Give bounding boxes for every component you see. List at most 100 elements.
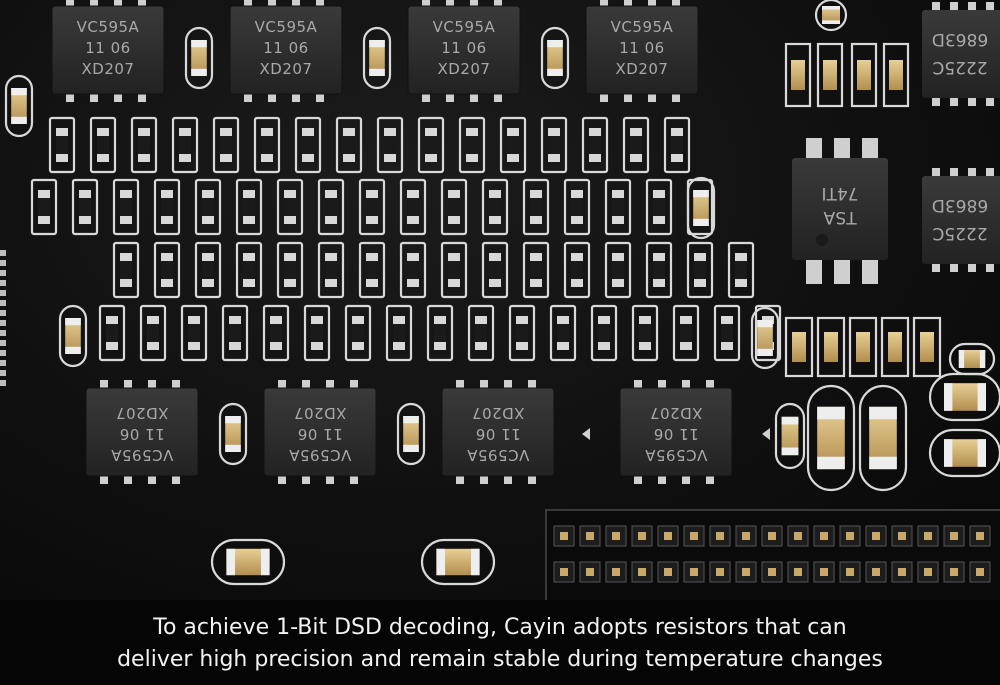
smd-resistor bbox=[458, 116, 486, 174]
smd-cap-cell bbox=[850, 42, 878, 108]
smd-resistor bbox=[253, 116, 281, 174]
chip-marking-line-2: 11 06 bbox=[85, 39, 130, 57]
chip-marking-line-2: 11 06 bbox=[119, 425, 164, 443]
chip-marking-line-3: XD207 bbox=[438, 60, 491, 78]
smd-resistor bbox=[604, 241, 632, 299]
chip-marking-line-3: XD207 bbox=[650, 404, 703, 422]
chip-marking-line-1: VC595A bbox=[110, 446, 173, 464]
smd-capacitor bbox=[774, 402, 806, 470]
smd-resistor bbox=[71, 178, 99, 236]
chip-marking-line-1: VC595A bbox=[611, 18, 674, 36]
smd-resistor bbox=[344, 304, 372, 362]
smd-resistor bbox=[262, 304, 290, 362]
chip-marking-line-1: VC595A bbox=[433, 18, 496, 36]
ic-chip: VC595A 11 06 XD207 bbox=[85, 380, 199, 484]
smd-capacitor bbox=[210, 538, 286, 586]
smd-resistor bbox=[481, 241, 509, 299]
smd-cap-cell bbox=[784, 316, 814, 378]
smd-resistor bbox=[130, 116, 158, 174]
chip-marking-line-2: 11 06 bbox=[475, 425, 520, 443]
smd-resistor bbox=[522, 178, 550, 236]
smd-resistor bbox=[276, 178, 304, 236]
smd-resistor bbox=[563, 241, 591, 299]
smd-capacitor bbox=[928, 428, 1000, 478]
caption: To achieve 1-Bit DSD decoding, Cayin ado… bbox=[0, 600, 1000, 685]
smd-resistor bbox=[303, 304, 331, 362]
smd-resistor bbox=[139, 304, 167, 362]
smd-resistor bbox=[417, 116, 445, 174]
chip-marking-line-1: VC595A bbox=[255, 18, 318, 36]
smd-resistor bbox=[713, 304, 741, 362]
smd-resistor bbox=[467, 304, 495, 362]
chip-marking-line-1: VC595A bbox=[288, 446, 351, 464]
caption-line-1: To achieve 1-Bit DSD decoding, Cayin ado… bbox=[153, 615, 847, 640]
smd-resistor bbox=[522, 241, 550, 299]
smd-resistor bbox=[399, 241, 427, 299]
smd-resistor bbox=[481, 178, 509, 236]
smd-capacitor bbox=[806, 384, 856, 492]
smd-resistor bbox=[631, 304, 659, 362]
smd-capacitor bbox=[750, 306, 780, 370]
chip-marking-line-2: 11 06 bbox=[441, 39, 486, 57]
smd-resistor bbox=[426, 304, 454, 362]
smd-resistor bbox=[399, 178, 427, 236]
smd-resistor bbox=[440, 178, 468, 236]
smd-resistor bbox=[294, 116, 322, 174]
chip-marking-line-3: XD207 bbox=[294, 404, 347, 422]
chip-marking-line-3: XD207 bbox=[116, 404, 169, 422]
smd-resistor bbox=[508, 304, 536, 362]
smd-capacitor bbox=[58, 304, 88, 368]
smd-capacitor bbox=[362, 26, 392, 90]
sot-marking-line-1: TSA bbox=[823, 207, 857, 227]
smd-capacitor bbox=[814, 0, 848, 32]
smd-resistor bbox=[30, 178, 58, 236]
edge-marking-line-2: 6863D bbox=[932, 29, 988, 49]
pin1-dot bbox=[816, 234, 828, 246]
sot-chip: TSA 74TI bbox=[792, 138, 888, 284]
chip-marking-line-1: VC595A bbox=[466, 446, 529, 464]
chip-marking-line-2: 11 06 bbox=[653, 425, 698, 443]
smd-cap-cell bbox=[882, 42, 910, 108]
smd-capacitor bbox=[396, 402, 426, 466]
edge-chip: 2225C 6863D bbox=[922, 168, 1000, 272]
smd-resistor bbox=[440, 241, 468, 299]
smd-capacitor bbox=[184, 26, 214, 90]
edge-marking-line-1: 2225C bbox=[932, 57, 987, 77]
smd-resistor bbox=[540, 116, 568, 174]
smd-resistor bbox=[663, 116, 691, 174]
chip-marking-line-2: 11 06 bbox=[619, 39, 664, 57]
sot-marking-line-2: 74TI bbox=[821, 183, 858, 203]
smd-cap-cell bbox=[848, 316, 878, 378]
smd-cap-cell bbox=[784, 42, 812, 108]
smd-resistor bbox=[358, 241, 386, 299]
ic-chip: VC595A 11 06 XD207 bbox=[407, 0, 521, 102]
pin1-arrow bbox=[762, 428, 770, 440]
chip-marking-line-1: VC595A bbox=[77, 18, 140, 36]
misc-components bbox=[0, 0, 1000, 600]
smd-resistor bbox=[686, 241, 714, 299]
smd-resistor bbox=[221, 304, 249, 362]
edge-marking-line-1: 2225C bbox=[932, 223, 987, 243]
chip-marking-line-3: XD207 bbox=[472, 404, 525, 422]
smd-resistor bbox=[358, 178, 386, 236]
caption-line-2: deliver high precision and remain stable… bbox=[117, 647, 883, 672]
smd-resistor bbox=[604, 178, 632, 236]
smd-capacitor bbox=[420, 538, 496, 586]
smd-resistor bbox=[235, 241, 263, 299]
smd-cap-cell bbox=[880, 316, 910, 378]
smd-resistor bbox=[622, 116, 650, 174]
resistor-array bbox=[30, 116, 782, 362]
smd-resistor bbox=[112, 241, 140, 299]
smd-resistor bbox=[98, 304, 126, 362]
smd-resistor bbox=[212, 116, 240, 174]
smd-capacitor bbox=[858, 384, 908, 492]
smd-resistor bbox=[549, 304, 577, 362]
smd-cap-cell bbox=[816, 316, 846, 378]
smd-capacitor bbox=[218, 402, 248, 466]
edge-marking-line-2: 6863D bbox=[932, 195, 988, 215]
smd-resistor bbox=[581, 116, 609, 174]
smd-resistor bbox=[89, 116, 117, 174]
pin-header bbox=[545, 509, 1000, 600]
